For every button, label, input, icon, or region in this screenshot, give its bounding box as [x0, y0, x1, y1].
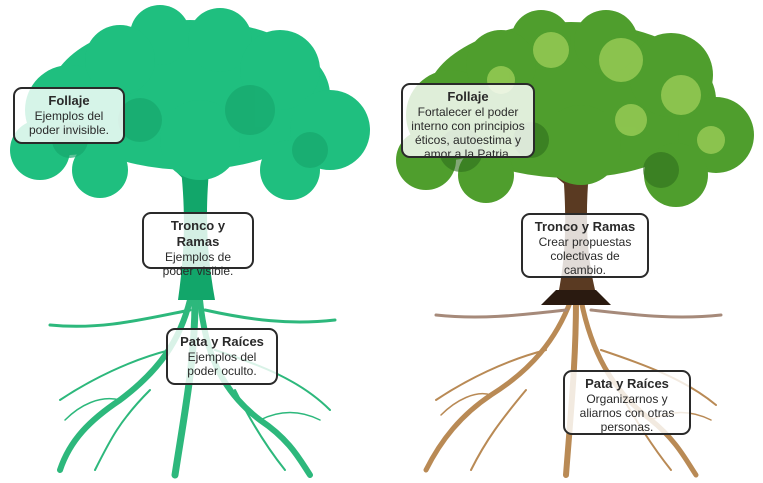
- left-tronco-label: Tronco y Ramas Ejemplos de poder visible…: [142, 212, 254, 278]
- right-follaje-text: Fortalecer el poder interno con principi…: [411, 105, 525, 161]
- right-follaje-label: Follaje Fortalecer el poder interno con …: [401, 83, 535, 161]
- right-raices-title: Pata y Raíces: [585, 376, 669, 391]
- left-tronco-title: Tronco y Ramas: [170, 218, 226, 249]
- left-tronco-text: Ejemplos de poder visible.: [162, 250, 234, 278]
- left-roots: [48, 296, 337, 479]
- right-follaje-title: Follaje: [447, 89, 489, 104]
- left-raices-text: Ejemplos del poder oculto.: [187, 350, 257, 378]
- left-raices-label: Pata y Raíces Ejemplos del poder oculto.: [166, 328, 278, 385]
- right-tree-diagram: Follaje Fortalecer el poder interno con …: [381, 0, 763, 483]
- right-raices-label: Pata y Raíces Organizarnos y aliarnos co…: [563, 370, 691, 435]
- right-raices-text: Organizarnos y aliarnos con otras person…: [579, 392, 675, 434]
- right-tronco-label: Tronco y Ramas Crear propuestas colectiv…: [521, 213, 649, 278]
- left-follaje-label: Follaje Ejemplos del poder invisible.: [13, 87, 125, 144]
- left-tree-diagram: Follaje Ejemplos del poder invisible. Tr…: [0, 0, 381, 483]
- right-tronco-title: Tronco y Ramas: [534, 219, 636, 234]
- left-follaje-title: Follaje: [48, 93, 90, 108]
- left-raices-title: Pata y Raíces: [180, 334, 264, 349]
- left-follaje-text: Ejemplos del poder invisible.: [28, 109, 110, 137]
- right-tronco-text: Crear propuestas colectivas de cambio.: [538, 235, 632, 277]
